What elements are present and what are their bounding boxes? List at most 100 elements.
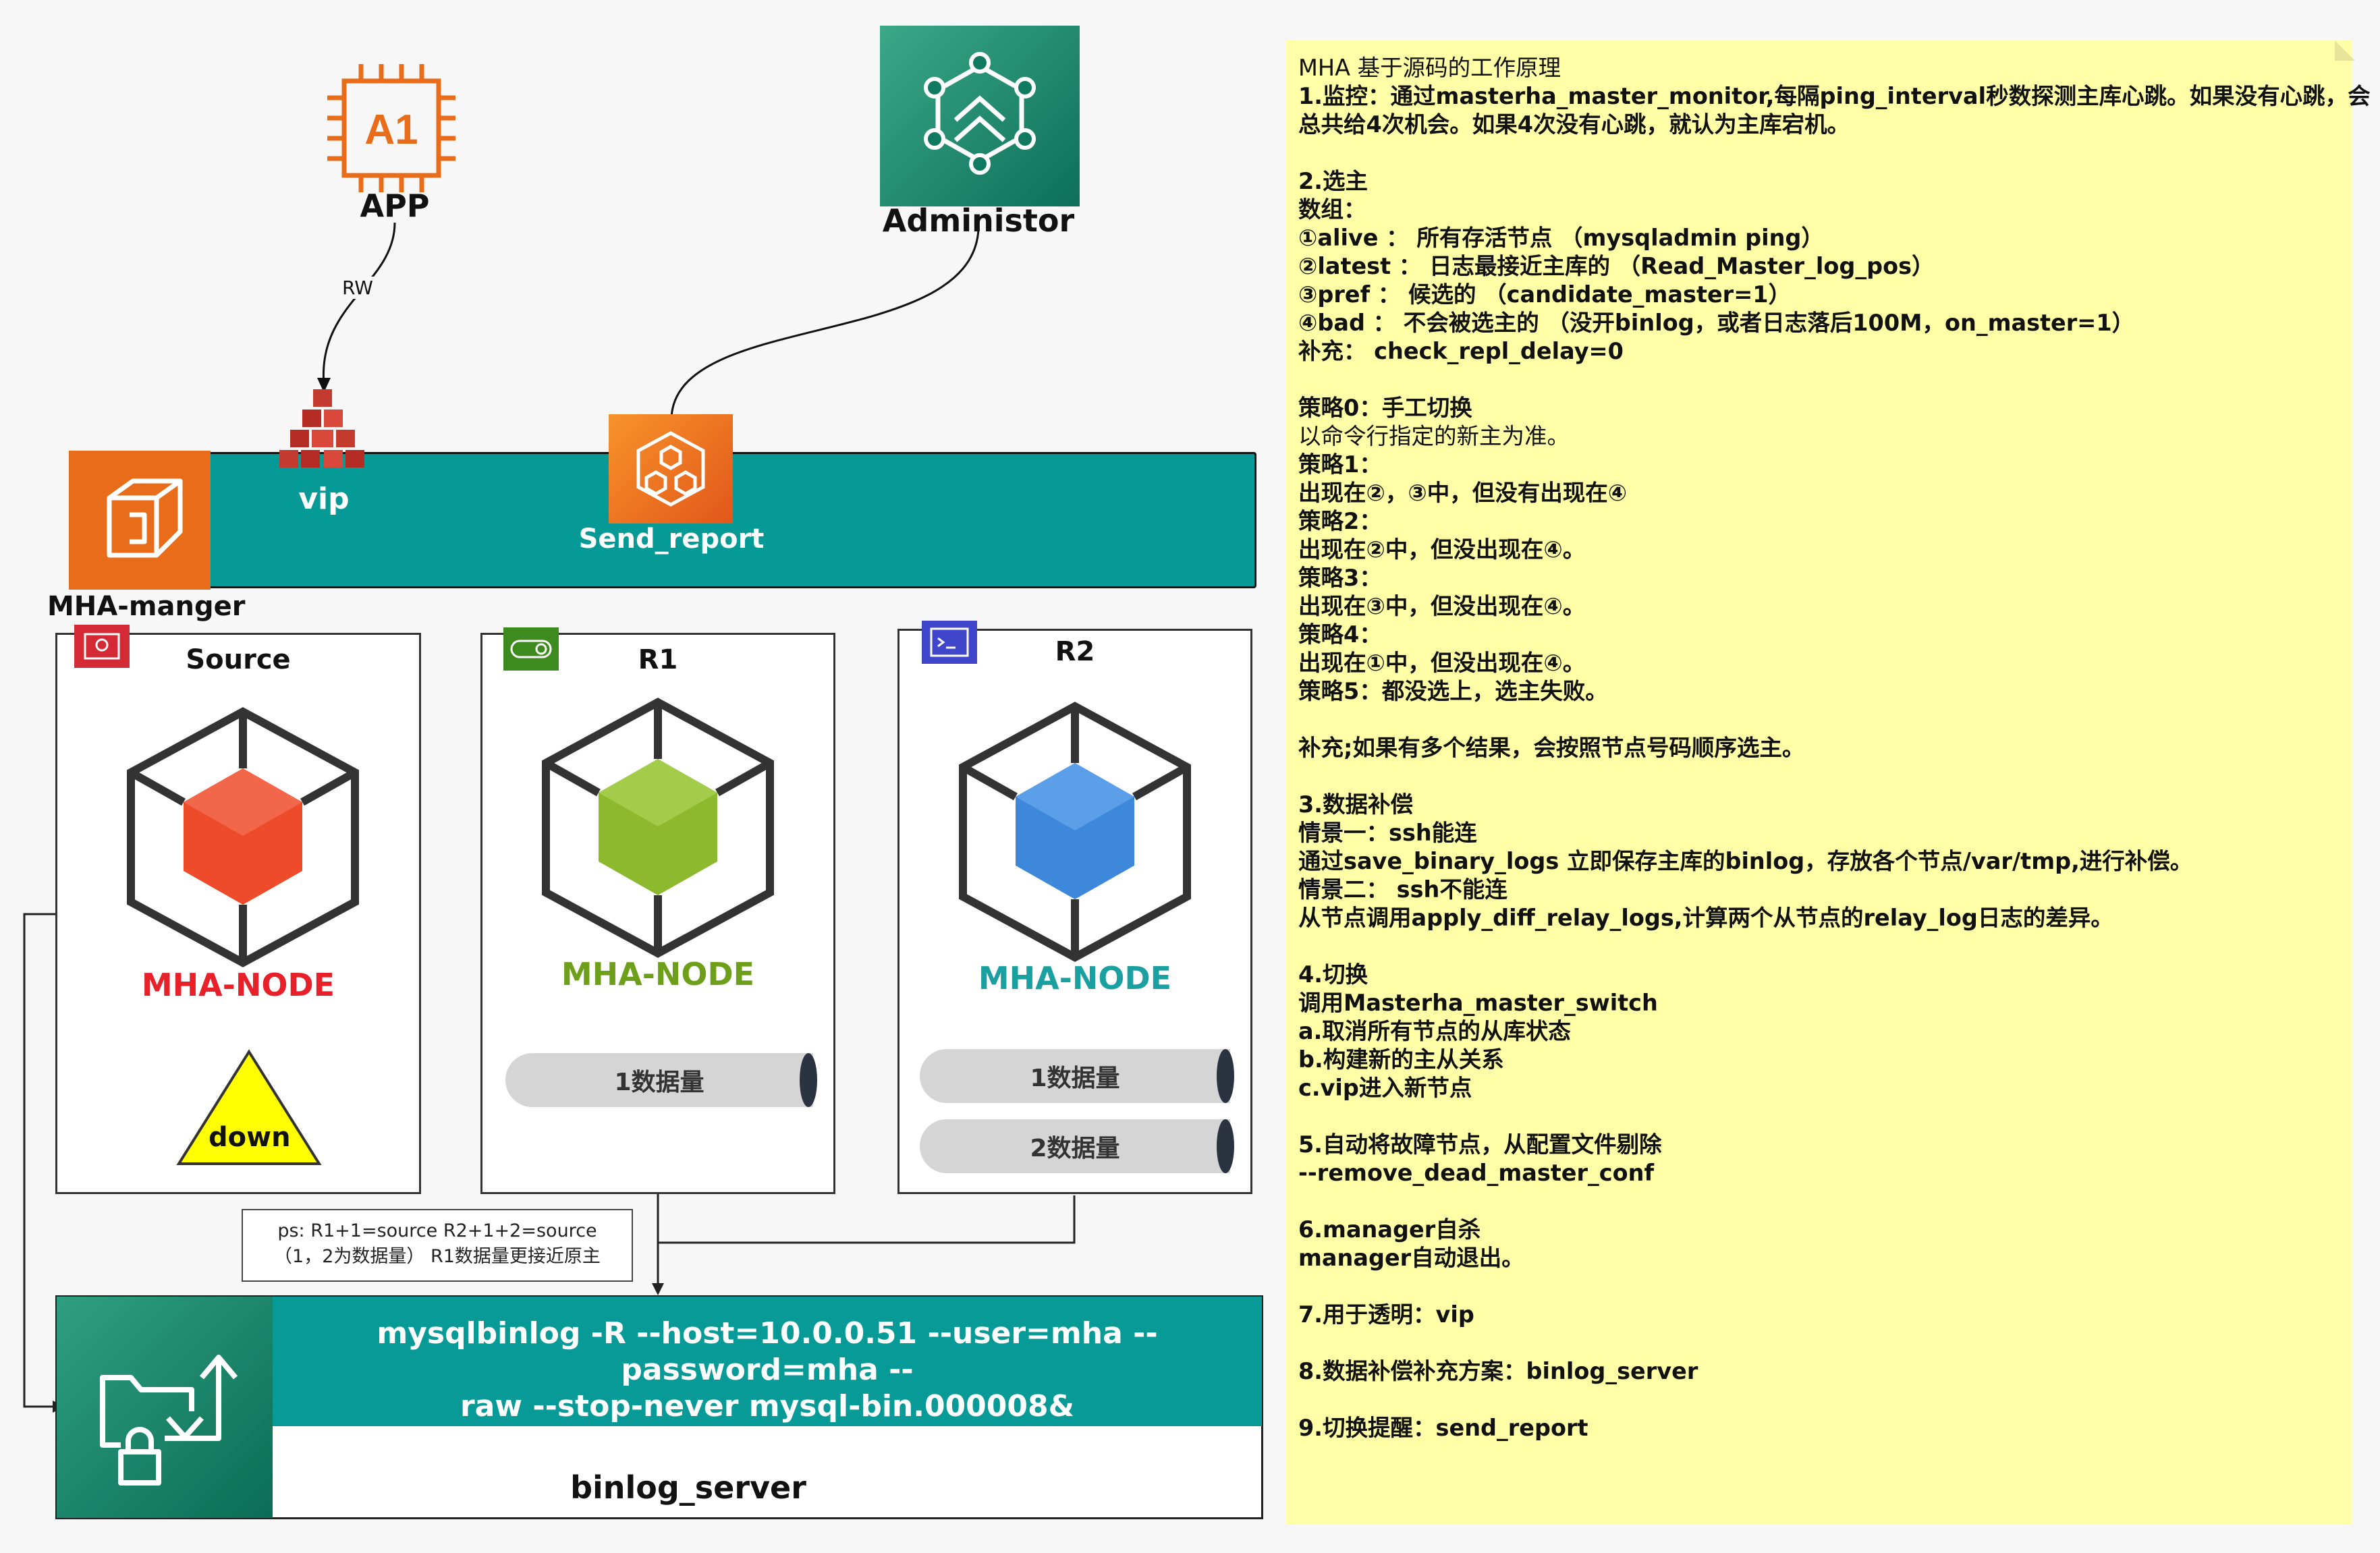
note-line (1298, 139, 2342, 167)
note-line: 2.选主 (1298, 168, 1368, 194)
r2-volume-2: 2数据量 (920, 1119, 1234, 1173)
r1-volume-1-label: 1数据量 (614, 1069, 704, 1096)
note-line (1298, 1386, 2342, 1414)
note-line: ②latest ： 日志最接近主库的 （Read_Master_log_pos） (1298, 253, 1935, 279)
r1-title: R1 (638, 644, 678, 675)
source-node-name: MHA-NODE (141, 967, 335, 1003)
r2-node-box: R2 MHA-NODE 1数据量 2数据量 (897, 629, 1252, 1194)
note-line (1298, 762, 2342, 791)
source-title: Source (186, 644, 291, 675)
administor-tile (880, 26, 1080, 206)
note-line: 8.数据补偿补充方案：binlog_server (1298, 1358, 1698, 1384)
note-line: --remove_dead_master_conf (1298, 1160, 1655, 1186)
note-line: 调用Masterha_master_switch (1298, 990, 1658, 1016)
network-icon (924, 52, 1036, 175)
ps-note-line2: （1，2为数据量） R1数据量更接近原主 (274, 1246, 601, 1267)
note-line: 补充;如果有多个结果，会按照节点号码顺序选主。 (1298, 735, 1805, 761)
send-report-label: Send_report (578, 524, 765, 555)
rw-label: RW (334, 277, 381, 299)
note-line: b.构建新的主从关系 (1298, 1046, 1504, 1073)
binlog-command-line1: mysqlbinlog -R --host=10.0.0.51 --user=m… (377, 1316, 1158, 1387)
note-line: 情景二： ssh不能连 (1298, 876, 1507, 903)
ps-note: ps: R1+1=source R2+1+2=source （1，2为数据量） … (242, 1209, 633, 1282)
note-line: 出现在①中，但没出现在④。 (1298, 650, 1586, 676)
note-line (1298, 932, 2342, 961)
source-badge (74, 625, 130, 668)
mha-manager-label: MHA-manger (47, 591, 246, 622)
note-line (1298, 366, 2342, 394)
note-line: c.vip进入新节点 (1298, 1075, 1472, 1101)
note-line (1298, 706, 2342, 734)
r2-volume-2-label: 2数据量 (1030, 1135, 1120, 1162)
r2-node-name: MHA-NODE (978, 960, 1172, 996)
ps-note-line1: ps: R1+1=source R2+1+2=source (277, 1220, 597, 1241)
note-line (1298, 1272, 2342, 1301)
r1-badge (503, 627, 559, 671)
r2-cube-icon (959, 702, 1191, 962)
binlog-server-label: binlog_server (570, 1469, 806, 1506)
r2-to-binlog-connector (658, 1195, 1076, 1244)
note-line (1298, 1102, 2342, 1131)
r2-volume-1: 1数据量 (920, 1049, 1234, 1103)
app-chip-text: A1 (364, 107, 418, 153)
down-status-label: down (209, 1122, 291, 1153)
binlog-server-tile (57, 1297, 273, 1518)
down-warning-icon (176, 1049, 322, 1165)
admin-connector (670, 229, 980, 419)
note-line: 5.自动将故障节点，从配置文件剔除 (1298, 1131, 1662, 1158)
package-icon (107, 478, 183, 558)
source-cube-icon (127, 707, 359, 967)
note-line: ①alive ： 所有存活节点 （mysqladmin ping） (1298, 225, 1824, 251)
note-line: 数组： (1298, 196, 1366, 223)
rw-connector (322, 222, 396, 385)
note-line: manager自动退出。 (1298, 1245, 1524, 1271)
note-line: 出现在③中，但没出现在④。 (1298, 593, 1586, 619)
note-corner-fold (2335, 40, 2355, 61)
note-line: 7.用于透明：vip (1298, 1301, 1474, 1328)
note-line: 6.manager自杀 (1298, 1216, 1481, 1243)
note-line: 4.切换 (1298, 961, 1368, 988)
hexagon-cluster-icon (636, 431, 705, 507)
note-line: 9.切换提醒：send_report (1298, 1415, 1588, 1441)
binlog-command-bar: mysqlbinlog -R --host=10.0.0.51 --user=m… (273, 1297, 1262, 1426)
note-line: 情景一：ssh能连 (1298, 820, 1477, 846)
note-line: 总共给4次机会。如果4次没有心跳，就认为主库宕机。 (1298, 111, 1850, 138)
r2-volume-1-label: 1数据量 (1030, 1065, 1120, 1092)
r1-node-name: MHA-NODE (561, 956, 755, 992)
note-line: a.取消所有节点的从库状态 (1298, 1018, 1571, 1044)
note-line: 策略0：手工切换 (1298, 395, 1472, 421)
note-line: ④bad ： 不会被选主的 （没开binlog，或者日志落后100M，on_ma… (1298, 310, 2135, 336)
terminal-icon (930, 627, 969, 657)
binlog-arrowhead (652, 1283, 664, 1295)
vip-icon (279, 389, 364, 468)
note-line (1298, 1329, 2342, 1357)
note-line: 策略1： (1298, 451, 1382, 478)
note-line: 1.监控：通过masterha_master_monitor,每隔ping_in… (1298, 83, 2371, 109)
note-line: 出现在②，③中，但没有出现在④ (1298, 480, 1628, 506)
r1-cube-icon (542, 698, 774, 958)
note-line: 策略3： (1298, 565, 1382, 591)
note-line: ③pref ： 候选的 （candidate_master=1） (1298, 281, 1792, 308)
note-line: MHA 基于源码的工作原理 (1298, 55, 1561, 81)
app-chip-icon: A1 (327, 64, 455, 192)
r2-title: R2 (1055, 636, 1095, 667)
source-to-binlog-connector (23, 913, 57, 1408)
note-line (1298, 1187, 2342, 1216)
note-line: 从节点调用apply_diff_relay_logs,计算两个从节点的relay… (1298, 905, 2113, 931)
note-line: 以命令行指定的新主为准。 (1298, 423, 1570, 449)
r2-badge (922, 621, 977, 664)
note-line: 通过save_binary_logs 立即保存主库的binlog，存放各个节点/… (1298, 848, 2193, 874)
r1-volume-1: 1数据量 (505, 1053, 817, 1107)
source-node-box: Source MHA-NODE down (55, 633, 421, 1194)
certificate-icon (84, 633, 120, 660)
note-line: 策略4： (1298, 621, 1382, 648)
vip-label: vip (298, 482, 350, 516)
administor-label: Administor (882, 202, 1075, 239)
note-line: 策略5：都没选上，选主失败。 (1298, 678, 1608, 704)
toggle-icon (510, 640, 552, 658)
send-report-tile (609, 414, 733, 524)
rw-arrowhead (317, 378, 331, 393)
mha-manager-tile (69, 451, 211, 590)
note-line: 3.数据补偿 (1298, 791, 1414, 818)
